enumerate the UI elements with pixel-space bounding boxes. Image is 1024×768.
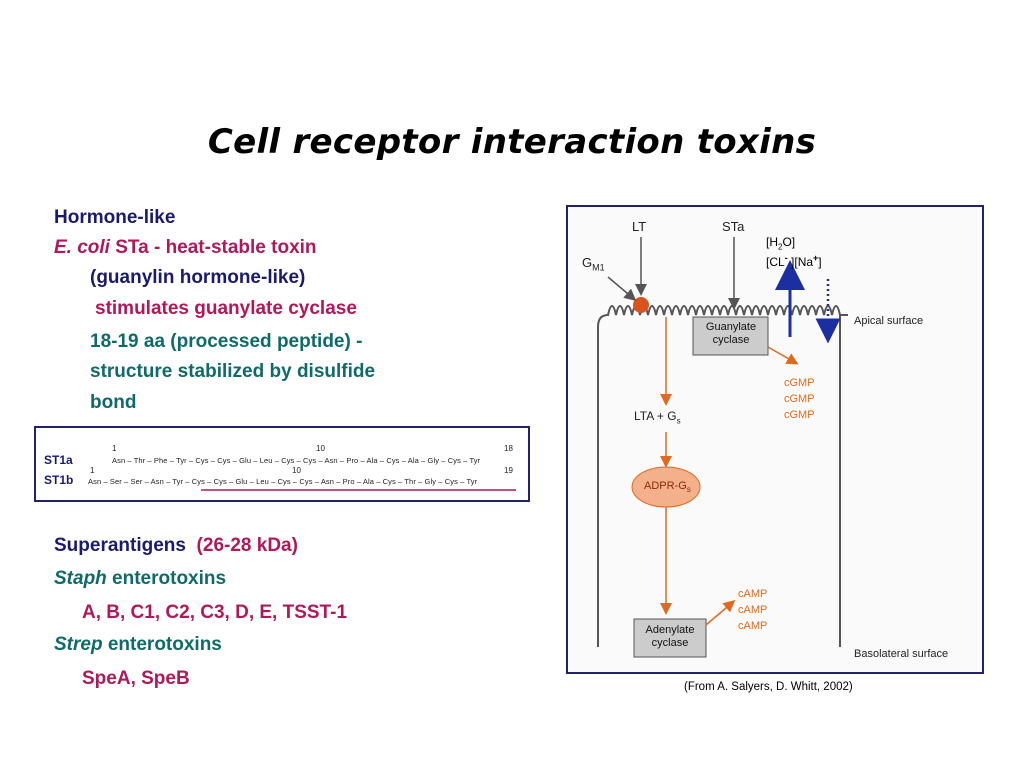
hormone-line4: 18-19 aa (processed peptide) - — [90, 331, 363, 352]
sta-label: STa — [722, 219, 745, 234]
staph-italic: Staph — [54, 568, 107, 589]
cgmp-2: cGMP — [784, 393, 815, 405]
sta-desc: STa - heat-stable toxin — [109, 237, 317, 258]
hormone-heading: Hormone-like — [54, 207, 176, 228]
seq-num-10b: 10 — [292, 466, 301, 475]
seq-num-1a: 1 — [112, 444, 117, 453]
disulfide-bonds — [201, 489, 516, 491]
lt-label: LT — [632, 219, 647, 234]
seq-num-1b: 1 — [90, 466, 95, 475]
superantigens-label: Superantigens — [54, 535, 186, 556]
staph-list: A, B, C1, C2, C3, D, E, TSST-1 — [82, 602, 348, 623]
basolateral-surface-label: Basolateral surface — [854, 648, 949, 660]
strep-italic: Strep — [54, 634, 103, 655]
superantigens-heading: Superantigens (26-28 kDa) — [54, 535, 298, 556]
strep-list: SpeA, SpeB — [82, 668, 190, 689]
adenylate-cyclase-label: Adenylate cyclase — [645, 624, 695, 649]
apical-surface-label: Apical surface — [854, 315, 924, 327]
seq-row-st1b: Asn – Ser – Ser – Asn – Tyr – Cys – Cys … — [88, 477, 478, 486]
adpr-gs-label: ADPR-Gs — [644, 480, 691, 495]
lta-gs-label: LTA + Gs — [634, 409, 681, 426]
strep-line: Strep enterotoxins — [54, 634, 222, 655]
hormone-line3: stimulates guanylate cyclase — [95, 298, 357, 319]
adenylate-cyclase-box — [633, 618, 707, 658]
seq-num-19: 19 — [504, 466, 513, 475]
staph-line: Staph enterotoxins — [54, 568, 226, 589]
seq-num-18: 18 — [504, 444, 513, 453]
gm1-arrow — [607, 276, 637, 301]
hormone-line1: E. coli STa - heat-stable toxin — [54, 237, 317, 258]
gm1-receptor-dot — [633, 297, 649, 313]
hormone-line5: structure stabilized by disulfide — [90, 361, 376, 382]
sequence-box: ST1a ST1b 1 1 10 10 18 19 Asn – Thr – Ph… — [34, 426, 530, 502]
strep-rest: enterotoxins — [102, 634, 222, 655]
cell-membrane — [597, 305, 841, 647]
gm1-label: GM1 — [582, 255, 605, 273]
superantigens-size: (26-28 kDa) — [196, 535, 298, 556]
cell-diagram — [597, 237, 848, 658]
ecoli-italic: E. coli — [54, 237, 110, 258]
cgmp-1: cGMP — [784, 377, 815, 389]
camp-3: cAMP — [738, 620, 768, 632]
seq-label-st1b: ST1b — [44, 473, 74, 487]
seq-row-st1a: Asn – Thr – Phe – Tyr – Cys – Cys – Glu … — [112, 456, 481, 465]
camp-arrow — [705, 600, 736, 626]
camp-1: cAMP — [738, 588, 768, 600]
guanylate-cyclase-label: Guanylate cyclase — [705, 321, 757, 346]
hormone-line6: bond — [90, 392, 137, 413]
ion-label: [CL- ][Na+] — [766, 253, 822, 269]
h2o-label: [H2O] — [766, 235, 796, 252]
page-title: Cell receptor interaction toxins — [207, 122, 817, 162]
hormone-line2: (guanylin hormone-like) — [90, 267, 306, 288]
toxin-mechanism-figure: LT STa GM1 [H2O] [CL- ][Na+] Apical surf… — [566, 205, 984, 674]
cgmp-arrow — [767, 346, 799, 365]
guanylate-cyclase-box — [692, 316, 769, 356]
seq-label-st1a: ST1a — [44, 453, 73, 467]
cgmp-3: cGMP — [784, 409, 815, 421]
figure-caption: (From A. Salyers, D. Whitt, 2002) — [684, 681, 853, 693]
seq-num-10a: 10 — [316, 444, 325, 453]
camp-2: cAMP — [738, 604, 768, 616]
staph-rest: enterotoxins — [106, 568, 227, 589]
